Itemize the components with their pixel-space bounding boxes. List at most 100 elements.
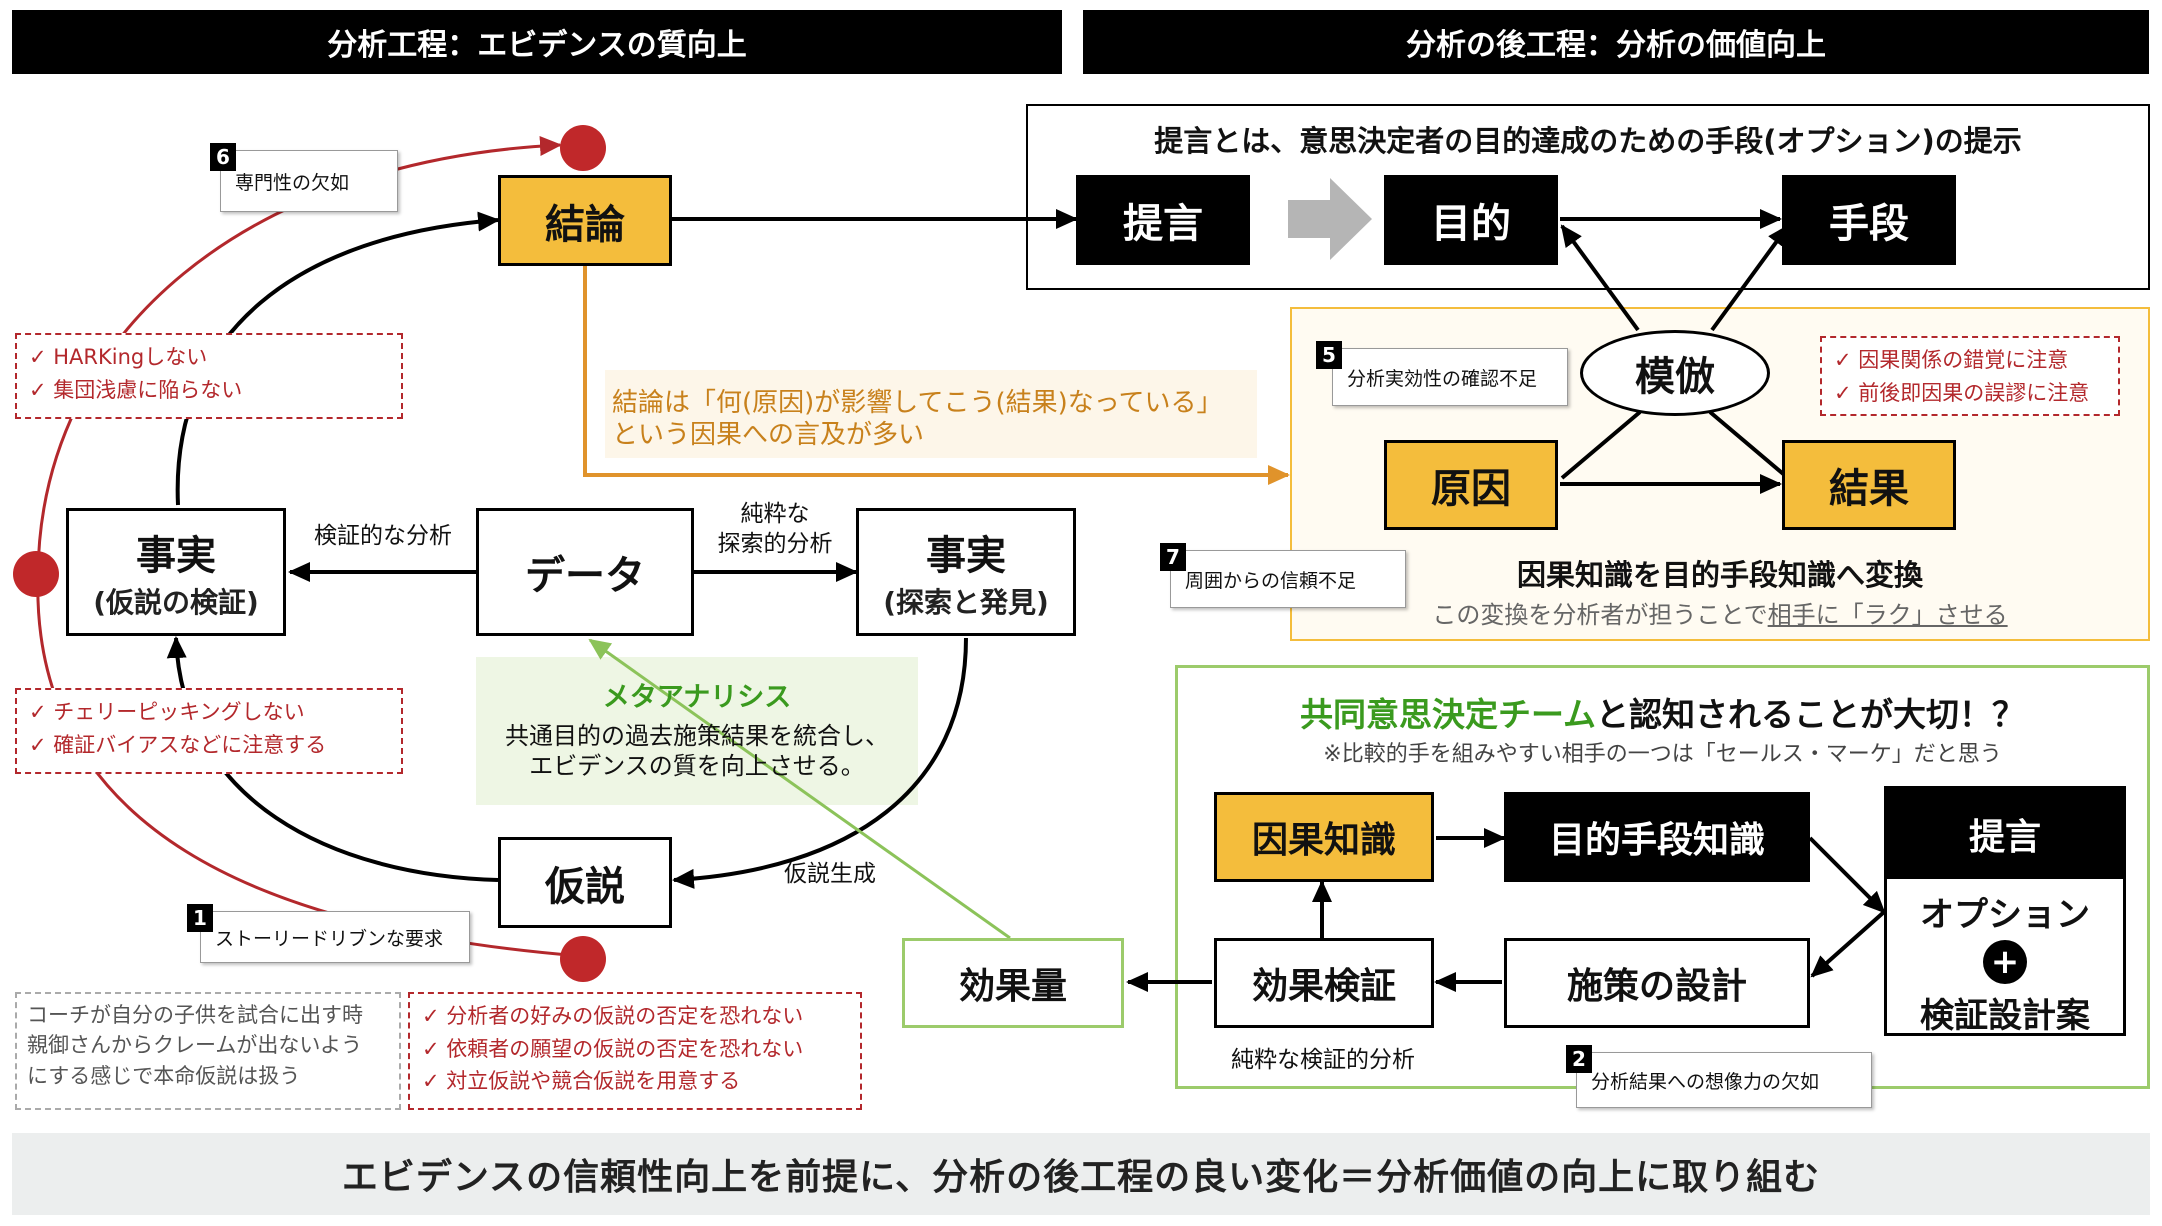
check-item: ✓ チェリーピッキングしない xyxy=(29,700,305,724)
check-item: ✓ 依頼者の願望の仮説の否定を恐れない xyxy=(422,1036,804,1061)
issue-note-6-text: 専門性の欠如 xyxy=(235,171,350,194)
cause-box: 原因 xyxy=(1384,440,1558,530)
check-item: ✓ 因果関係の錯覚に注意 xyxy=(1834,348,2069,372)
proposal-option-header: 提言 xyxy=(1887,789,2123,879)
effect-verify-box: 効果検証 xyxy=(1214,938,1434,1028)
meta-analysis-line1: 共通目的の過去施策結果を統合し、 xyxy=(505,722,889,750)
convert-subtitle-part2: 相手に「ラク」させる xyxy=(1767,601,2008,629)
proposal-label-bottom: 提言 xyxy=(1968,817,2041,858)
convert-title: 因果知識を目的手段知識へ変換 xyxy=(1516,558,1923,592)
means-box: 手段 xyxy=(1782,175,1956,265)
meta-analysis-area xyxy=(476,657,918,805)
verify-analysis-label: 検証的な分析 xyxy=(314,523,452,549)
convert-subtitle: この変換を分析者が担うことで相手に「ラク」させる xyxy=(1290,595,2150,630)
issue-note-2-text: 分析結果への想像力の欠如 xyxy=(1591,1070,1820,1093)
causal-knowledge-box: 因果知識 xyxy=(1214,792,1434,882)
effect-label: 結果 xyxy=(1829,466,1909,512)
conclusion-note-area xyxy=(605,370,1257,458)
proposal-label-top: 提言 xyxy=(1123,201,1203,247)
explore-analysis-label-1: 純粋な xyxy=(740,501,810,527)
plus-icon: + xyxy=(1983,940,2027,984)
footer-band: エビデンスの信頼性向上を前提に、分析の後工程の良い変化＝分析価値の向上に取り組む xyxy=(12,1133,2150,1215)
purpose-box: 目的 xyxy=(1384,175,1558,265)
causal-check-list: ✓ 因果関係の錯覚に注意 ✓ 前後即因果の誤謬に注意 xyxy=(1820,336,2120,416)
means-knowledge-box: 目的手段知識 xyxy=(1504,792,1810,882)
means-label: 手段 xyxy=(1829,201,1909,247)
team-title: 共同意思決定チームと認知されることが大切！？ xyxy=(1175,688,2150,736)
meta-analysis-title: メタアナリシス xyxy=(602,682,792,713)
meta-analysis-line2: エビデンスの質を向上させる。 xyxy=(529,752,865,780)
check-item: ✓ HARKingしない xyxy=(29,345,208,369)
cause-label: 原因 xyxy=(1431,466,1511,512)
issue-note-6: 専門性の欠如 xyxy=(220,150,398,212)
purpose-label: 目的 xyxy=(1431,201,1511,247)
hypothesis-generation-label: 仮説生成 xyxy=(784,861,876,887)
issue-number-2: 2 xyxy=(1566,1045,1592,1073)
explore-analysis-label-2: 探索的分析 xyxy=(717,531,833,557)
plus-sign: + xyxy=(1990,942,2020,982)
conclusion-note-line1: 結論は「何(原因)が影響してこう(結果)なっている」 xyxy=(612,388,1223,418)
conclusion-label: 結論 xyxy=(545,201,625,248)
check-item: ✓ 集団浅慮に陥らない xyxy=(29,377,243,402)
effect-verify-label: 効果検証 xyxy=(1251,966,1396,1007)
right-header: 分析の後工程：分析の価値向上 xyxy=(1083,10,2149,74)
verify-plan-label: 検証設計案 xyxy=(1920,996,2090,1036)
issue-number-1: 1 xyxy=(187,904,213,932)
left-header: 分析工程：エビデンスの質向上 xyxy=(12,10,1062,74)
conclusion-box: 結論 xyxy=(498,175,672,266)
issue-number-5: 5 xyxy=(1316,341,1342,369)
analogy-line: 親御さんからクレームが出ないよう xyxy=(27,1033,362,1058)
check-item: ✓ 分析者の好みの仮説の否定を恐れない xyxy=(422,1004,804,1028)
issue-note-7-text: 周囲からの信頼不足 xyxy=(1185,569,1357,592)
issue-number-7: 7 xyxy=(1160,543,1186,571)
red-dot-top xyxy=(560,125,606,171)
hypothesis-label: 仮説 xyxy=(545,863,625,910)
conclusion-note-line2: という因果への言及が多い xyxy=(612,420,925,450)
proposal-definition-title: 提言とは、意思決定者の目的達成のための手段(オプション)の提示 xyxy=(1154,124,2022,158)
design-box: 施策の設計 xyxy=(1504,938,1810,1028)
analogy-line: コーチが自分の子供を試合に出す時 xyxy=(27,1003,363,1027)
red-dot-left xyxy=(13,551,59,597)
issue-note-2: 分析結果への想像力の欠如 xyxy=(1576,1052,1872,1108)
red-dot-bottom xyxy=(560,936,606,982)
option-label: オプション xyxy=(1920,895,2090,935)
proposal-box-top: 提言 xyxy=(1076,175,1250,265)
fact-verify-label: 事実 xyxy=(136,533,216,579)
imitation-ellipse: 模倣 xyxy=(1580,330,1770,416)
coach-analogy-note: コーチが自分の子供を試合に出す時 親御さんからクレームが出ないよう にする感じで… xyxy=(15,992,401,1110)
team-subnote: ※比較的手を組みやすい相手の一つは「セールス・マーケ」だと思う xyxy=(1323,742,2002,767)
hypothesis-box: 仮説 xyxy=(498,837,672,928)
issue-note-7: 周囲からの信頼不足 xyxy=(1170,550,1406,608)
imitation-label: 模倣 xyxy=(1635,354,1715,400)
data-box: データ xyxy=(476,508,694,636)
issue-note-1: ストーリードリブンな要求 xyxy=(200,911,470,963)
issue-number-6: 6 xyxy=(210,143,236,171)
fact-verify-sub: (仮説の検証) xyxy=(93,586,259,619)
causal-knowledge-label: 因果知識 xyxy=(1251,820,1396,861)
design-label: 施策の設計 xyxy=(1566,966,1747,1007)
effect-size-box: 効果量 xyxy=(902,938,1124,1028)
fact-explore-sub: (探索と発見) xyxy=(883,586,1049,619)
check-item: ✓ 前後即因果の誤謬に注意 xyxy=(1834,380,2090,405)
fact-explore-box: 事実 (探索と発見) xyxy=(856,508,1076,636)
pure-verify-label: 純粋な検証的分析 xyxy=(1231,1047,1415,1073)
check-item: ✓ 確証バイアスなどに注意する xyxy=(29,732,327,757)
check-list-hypothesis: ✓ 分析者の好みの仮説の否定を恐れない ✓ 依頼者の願望の仮説の否定を恐れない … xyxy=(408,992,862,1110)
means-knowledge-label: 目的手段知識 xyxy=(1548,820,1765,861)
analogy-line: にする感じで本命仮説は扱う xyxy=(27,1063,301,1088)
issue-note-5: 分析実効性の確認不足 xyxy=(1332,348,1568,406)
effect-box: 結果 xyxy=(1782,440,1956,530)
effect-size-label: 効果量 xyxy=(958,966,1067,1007)
issue-note-5-text: 分析実効性の確認不足 xyxy=(1347,367,1538,390)
team-title-green: 共同意思決定チーム xyxy=(1299,695,1596,734)
team-title-rest: と認知されることが大切！？ xyxy=(1596,695,2025,734)
check-list-harking: ✓ HARKingしない ✓ 集団浅慮に陥らない xyxy=(15,333,403,419)
check-item: ✓ 対立仮説や競合仮説を用意する xyxy=(422,1069,741,1094)
fact-verify-box: 事実 (仮説の検証) xyxy=(66,508,286,636)
issue-note-1-text: ストーリードリブンな要求 xyxy=(215,927,444,950)
proposal-option-box: 提言 オプション + 検証設計案 xyxy=(1884,786,2126,1036)
check-list-cherry: ✓ チェリーピッキングしない ✓ 確証バイアスなどに注意する xyxy=(15,688,403,774)
convert-subtitle-part1: この変換を分析者が担うことで xyxy=(1432,601,1768,629)
data-label: データ xyxy=(525,553,645,599)
fact-explore-label: 事実 xyxy=(926,533,1006,579)
